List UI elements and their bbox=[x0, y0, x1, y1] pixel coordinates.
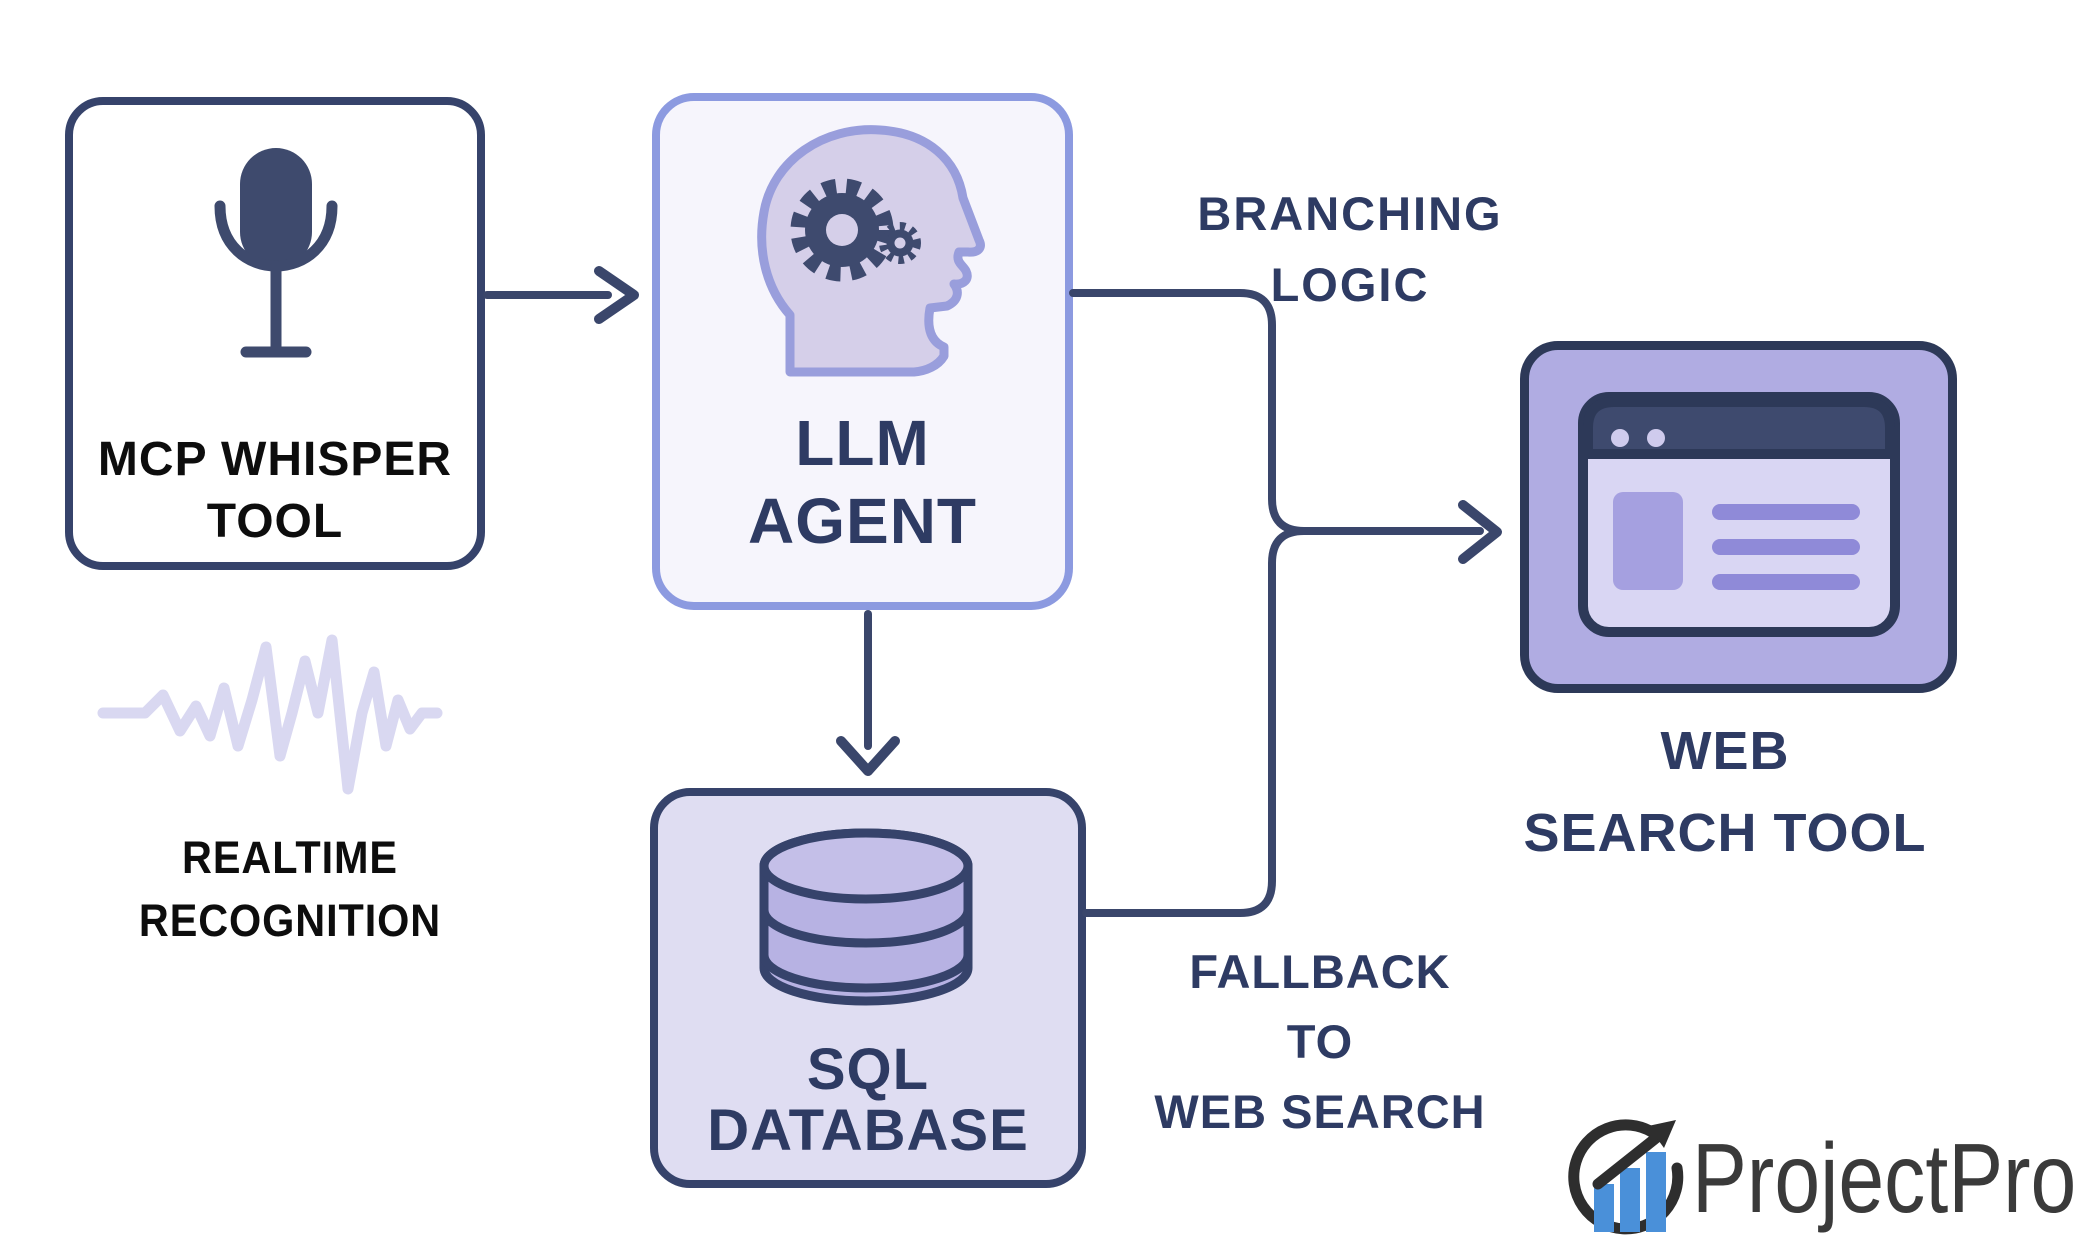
label-line: RECOGNITION bbox=[138, 895, 442, 946]
annotation-realtime-recognition: REALTIME RECOGNITION bbox=[88, 826, 493, 952]
logo-bar bbox=[1594, 1184, 1614, 1232]
edge-label-branching-logic: BRANCHING LOGIC bbox=[1150, 178, 1550, 320]
browser-text-line bbox=[1712, 574, 1860, 590]
browser-text-line bbox=[1712, 539, 1860, 555]
node-label-sql-database: SQL DATABASE bbox=[658, 1039, 1078, 1161]
label-line: LOGIC bbox=[1270, 258, 1430, 311]
label-line: BRANCHING bbox=[1197, 187, 1503, 240]
edge-label-fallback-to-web-search: FALLBACK TO WEB SEARCH bbox=[1100, 937, 1540, 1147]
large-gear-icon bbox=[790, 178, 894, 282]
small-gear-icon bbox=[879, 222, 921, 264]
growth-chart-icon bbox=[1568, 1119, 1684, 1235]
projectpro-logo-text: ProjectPro bbox=[1692, 1123, 2077, 1233]
arrowhead-right-icon bbox=[594, 266, 639, 324]
logo-bar bbox=[1646, 1152, 1666, 1232]
label-line: FALLBACK bbox=[1189, 945, 1451, 998]
browser-thumbnail-block bbox=[1613, 492, 1683, 590]
waveform-icon bbox=[97, 634, 443, 795]
browser-dot-icon bbox=[1647, 429, 1665, 447]
node-label-web-search-tool: WEB SEARCH TOOL bbox=[1485, 710, 1965, 874]
label-line: TOOL bbox=[206, 495, 344, 548]
label-line: AGENT bbox=[748, 485, 977, 557]
arrowhead-down-icon bbox=[836, 736, 900, 776]
label-line: TO bbox=[1286, 1015, 1354, 1068]
edge-mcp-to-llm bbox=[483, 266, 639, 324]
database-icon bbox=[759, 828, 973, 1006]
label-line: LLM bbox=[795, 407, 930, 479]
label-line: WEB SEARCH bbox=[1154, 1085, 1486, 1138]
edge-llm-to-web bbox=[1069, 289, 1502, 564]
label-line: SEARCH TOOL bbox=[1523, 803, 1927, 863]
logo-bar bbox=[1620, 1168, 1640, 1232]
node-label-llm-agent: LLM AGENT bbox=[660, 404, 1065, 560]
label-line: DATABASE bbox=[707, 1098, 1029, 1163]
edge-sql-to-web bbox=[1082, 527, 1308, 917]
edge-llm-to-sql bbox=[836, 610, 900, 776]
label-line: SQL bbox=[806, 1037, 930, 1102]
node-label-mcp-whisper-tool: MCP WHISPER TOOL bbox=[73, 429, 477, 553]
arrowhead-right-icon bbox=[1458, 500, 1502, 564]
browser-window-icon bbox=[1578, 392, 1900, 637]
browser-text-line bbox=[1712, 504, 1860, 520]
microphone-icon bbox=[214, 148, 338, 358]
logo-arrowhead-icon bbox=[1648, 1120, 1676, 1148]
head-gears-icon bbox=[757, 125, 985, 377]
label-line: MCP WHISPER bbox=[97, 433, 453, 486]
label-line: WEB bbox=[1660, 721, 1790, 781]
label-line: REALTIME bbox=[182, 832, 398, 883]
browser-dot-icon bbox=[1611, 429, 1629, 447]
